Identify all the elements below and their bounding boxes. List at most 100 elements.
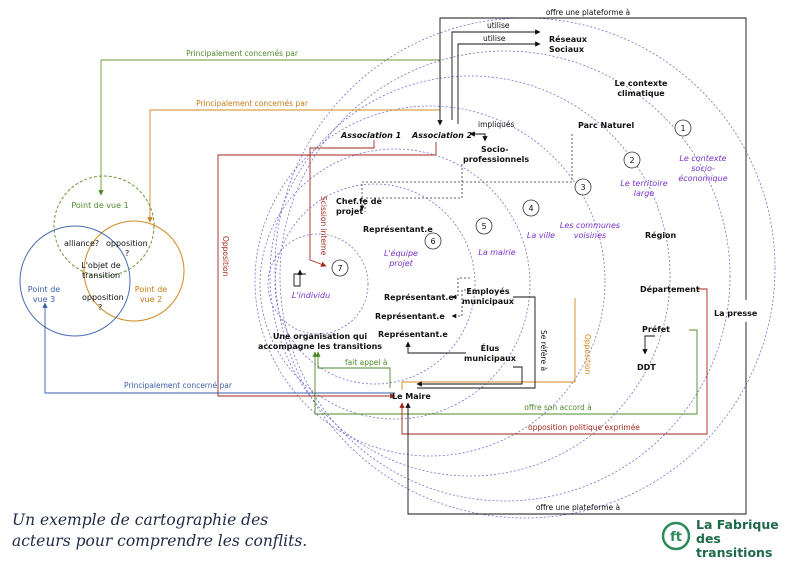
node-orga-l1: Une organisation qui	[273, 332, 368, 341]
badge-5	[475, 217, 493, 235]
node-prefet: Préfet	[642, 324, 670, 334]
badge-2	[623, 151, 641, 169]
svg-text:ft: ft	[670, 530, 682, 545]
circle-1-label-l1: Le contexte	[679, 154, 726, 163]
circle-1-label-l2: socio-	[691, 164, 715, 173]
badge-5-num: 5	[481, 222, 486, 231]
edge-accord-label: offre son accord à	[524, 403, 591, 412]
node-region: Région	[645, 230, 677, 240]
circle-5	[259, 148, 531, 420]
circle-6-label-l2: projet	[388, 259, 413, 268]
caption-line-2: acteurs pour comprendre les conflits.	[12, 532, 308, 550]
node-asso2: Association 2	[411, 131, 473, 140]
badge-7-num: 7	[337, 264, 342, 273]
edge-accord	[312, 329, 698, 415]
venn-alliance: alliance?	[64, 239, 99, 248]
venn-circle-1	[53, 175, 155, 277]
venn-opp-bot-l1: opposition	[82, 293, 124, 302]
edge-plateforme-top	[437, 17, 747, 300]
edge-refere-2	[416, 366, 523, 387]
node-parc: Parc Naturel	[578, 121, 635, 130]
edge-refere	[417, 296, 536, 389]
venn-pov2-l2: vue 2	[140, 295, 162, 304]
circle-4	[254, 105, 606, 457]
edge-concerne-3	[42, 302, 395, 394]
edge-employes-rep	[451, 277, 470, 300]
circle-4-label: La ville	[527, 231, 555, 240]
edge-plateforme-bottom	[405, 322, 747, 515]
circle-2-label-l2: large	[634, 189, 654, 198]
node-rep4: Représentant.e	[378, 329, 448, 339]
node-reseaux-l1: Réseaux	[549, 34, 588, 44]
badge-4	[522, 199, 540, 217]
badge-7	[331, 259, 349, 277]
edge-parc-rep	[359, 134, 573, 211]
edge-scission-label: Scission interne	[319, 196, 328, 256]
badge-2-num: 2	[629, 156, 634, 165]
node-asso1: Association 1	[340, 131, 401, 140]
circle-3-label-l1: Les communes	[560, 221, 620, 230]
node-socio-l2: professionnels	[463, 155, 529, 164]
circle-2-label-l1: Le territoire	[620, 179, 667, 188]
edge-socio-rep	[364, 164, 463, 212]
edge-utilise-1	[451, 29, 541, 120]
venn-opp-top-l2: ?	[125, 249, 129, 258]
venn-pov1: Point de vue 1	[71, 201, 128, 210]
venn-pov3-l2: vue 3	[33, 295, 55, 304]
circle-2	[279, 50, 731, 502]
circle-5-label: La mairie	[478, 248, 515, 257]
edge-impliques-label: impliqués	[478, 120, 514, 129]
node-ddt: DDT	[637, 363, 656, 372]
ft-monogram-icon: ft	[661, 521, 691, 551]
circle-1-label-l3: économique	[678, 173, 727, 183]
node-maire: Le Maire	[392, 392, 431, 401]
circle-6-label-l1: L'équipe	[384, 248, 418, 258]
edge-refere-label: Se réfère à	[539, 330, 548, 371]
venn-circle-2	[83, 220, 185, 322]
venn-pov3-l1: Point de	[28, 285, 60, 294]
edge-utilise-2	[457, 41, 541, 124]
logo-line-2: des transitions	[696, 531, 773, 560]
logo-line-1: La Fabrique	[696, 517, 779, 532]
venn-pov2-l1: Point de	[135, 285, 167, 294]
node-rep2: Représentant.e	[384, 292, 454, 302]
edge-elus-rep	[405, 341, 466, 354]
edge-concerne-3-label: Principalement concerné par	[124, 381, 233, 390]
node-reseaux-l2: Sociaux	[549, 45, 585, 54]
circle-1	[274, 17, 776, 519]
edge-appel-label: fait appel à	[345, 358, 387, 367]
circle-7	[267, 233, 369, 335]
node-socio-l1: Socio-	[481, 145, 509, 154]
node-rep3: Représentant.e	[375, 311, 445, 321]
node-contexte-l1: Le contexte	[615, 79, 668, 88]
edge-appel	[315, 351, 391, 388]
circle-7-label: L'individu	[292, 291, 330, 300]
caption: Un exemple de cartographie des acteurs p…	[12, 510, 307, 552]
venn-opp-top-l1: opposition	[106, 239, 148, 248]
edge-opposition-left	[217, 142, 437, 399]
node-contexte-l2: climatique	[617, 89, 665, 98]
brand-logo: ft La Fabrique des transitions	[660, 517, 800, 560]
node-presse: La presse	[714, 309, 758, 318]
edge-concernes-1	[98, 59, 441, 196]
edge-opposition-right-label: Opposition	[583, 334, 592, 375]
node-rep1: Représentant.e	[363, 224, 433, 234]
badge-1-num: 1	[680, 124, 685, 133]
edge-individu-loop	[293, 270, 306, 287]
node-orga-l2: accompagne les transitions	[258, 342, 382, 351]
edge-plateforme-top-label: offre une plateforme à	[546, 8, 630, 17]
node-employes-l2: municipaux	[462, 297, 515, 306]
edge-concernes-1-label: Principalement concernés par	[186, 49, 299, 58]
edge-opposition-left-label: Opposition	[221, 236, 230, 277]
badge-6-num: 6	[430, 237, 435, 246]
badge-4-num: 4	[528, 204, 533, 213]
circle-6	[274, 183, 476, 385]
badge-6	[424, 232, 442, 250]
badge-3-num: 3	[580, 183, 585, 192]
edge-scission	[309, 140, 375, 267]
edge-impliques	[469, 131, 488, 142]
venn-center-l2: transition	[82, 271, 120, 280]
badge-3	[574, 178, 592, 196]
venn-center-l1: L'objet de	[81, 261, 121, 270]
